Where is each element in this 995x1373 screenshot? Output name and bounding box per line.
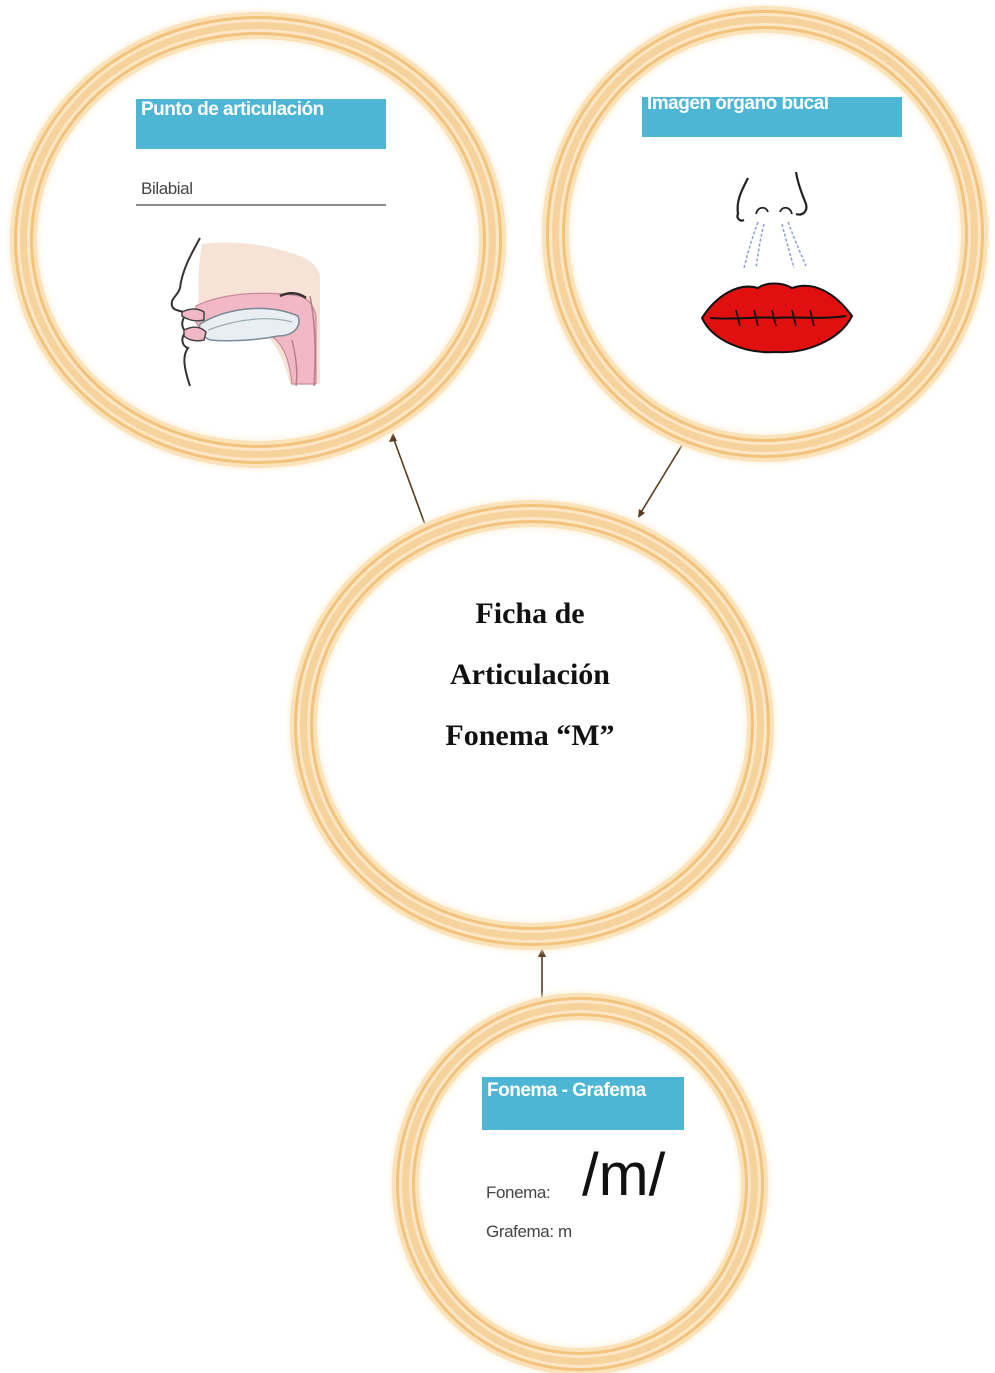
connector-organ-center [640,437,687,514]
articulation-underline [136,204,386,206]
oral-organ-header: Imagen órgano bucal [642,97,902,137]
arrowhead-articulation-top [389,433,397,442]
mouth-sagittal-section-icon [160,236,330,388]
center-title-line-2: Articulación [330,644,730,705]
articulation-header: Punto de articulación [136,99,386,149]
phoneme-symbol: /m/ [582,1144,665,1206]
grafema-label: Grafema: m [486,1222,572,1242]
center-title-line-3: Fonema “M” [330,705,730,766]
phoneme-grapheme-header: Fonema - Grafema [482,1077,684,1130]
center-title: Ficha de Articulación Fonema “M” [330,583,730,766]
fonema-label: Fonema: [486,1183,550,1203]
center-title-line-1: Ficha de [330,583,730,644]
nose-and-lips-icon [696,170,856,360]
arrowhead-grapheme-top [538,948,546,957]
phoneme-grapheme-circle [402,1003,758,1365]
articulation-value: Bilabial [141,179,193,199]
connector-articulation-center [393,437,427,530]
